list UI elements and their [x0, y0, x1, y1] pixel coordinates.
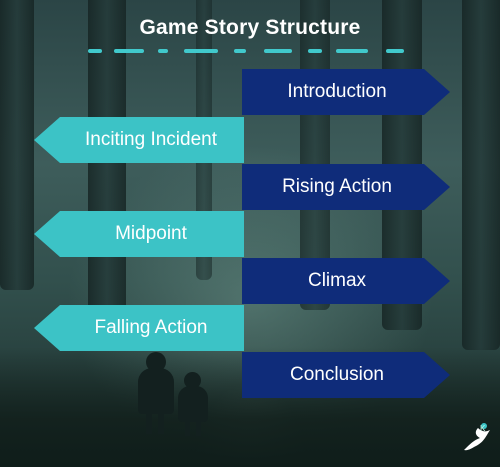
step-label: Falling Action	[94, 317, 208, 338]
step-label: Climax	[307, 270, 367, 291]
step-midpoint: Midpoint	[34, 211, 244, 257]
page-title: Game Story Structure	[139, 16, 361, 39]
step-label: Conclusion	[290, 364, 384, 385]
step-label: Inciting Incident	[84, 129, 218, 150]
leaping-figure-icon	[464, 423, 490, 451]
title-underline	[88, 49, 404, 53]
step-rising-action: Rising Action	[242, 164, 450, 210]
step-label: Rising Action	[282, 176, 392, 197]
background-tree	[462, 0, 500, 350]
logo-text: K	[480, 424, 486, 433]
step-label: Introduction	[287, 81, 387, 102]
step-falling-action: Falling Action	[34, 305, 244, 351]
step-label: Midpoint	[115, 223, 187, 244]
background-tree	[0, 0, 34, 290]
step-inciting-incident: Inciting Incident	[34, 117, 244, 163]
step-conclusion: Conclusion	[242, 352, 450, 398]
step-climax: Climax	[242, 258, 450, 304]
step-introduction: Introduction	[242, 69, 450, 115]
